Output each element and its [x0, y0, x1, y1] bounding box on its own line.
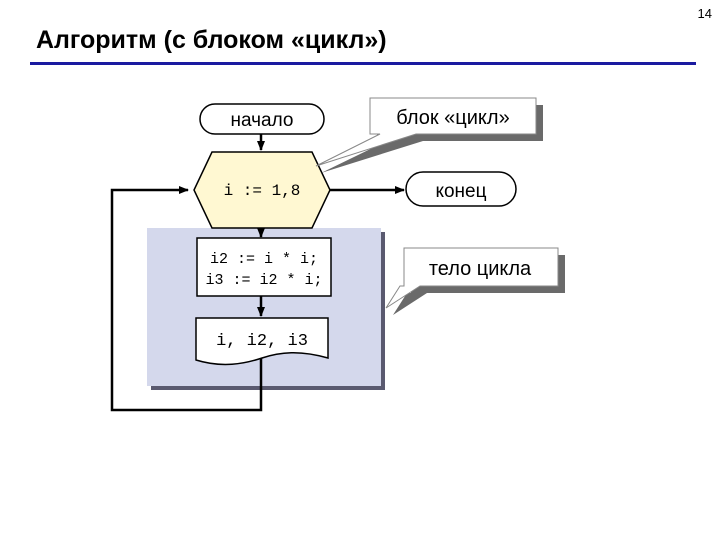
output-document: i, i2, i3 [195, 317, 329, 366]
slide-title: Алгоритм (с блоком «цикл») [36, 26, 387, 54]
callout-loop-body-label: тело цикла [429, 258, 532, 280]
process-line-2: i3 := i2 * i; [205, 272, 322, 289]
callout-loop-body: тело цикла [385, 247, 565, 315]
end-terminator: конец [405, 171, 517, 207]
callout-loop-block: блок «цикл» [315, 97, 543, 173]
process-block: i2 := i * i; i3 := i2 * i; [196, 237, 332, 297]
end-label: конец [435, 181, 486, 202]
output-label: i, i2, i3 [216, 332, 308, 351]
page-number: 14 [697, 6, 712, 21]
start-terminator: начало [199, 103, 325, 135]
loop-header-hexagon: i := 1,8 [193, 151, 331, 229]
loop-back-arrow [110, 186, 263, 412]
process-line-1: i2 := i * i; [210, 251, 318, 268]
start-label: начало [231, 110, 294, 131]
title-underline [30, 62, 696, 65]
callout-loop-block-label: блок «цикл» [396, 107, 509, 129]
loop-header-label: i := 1,8 [224, 182, 301, 200]
